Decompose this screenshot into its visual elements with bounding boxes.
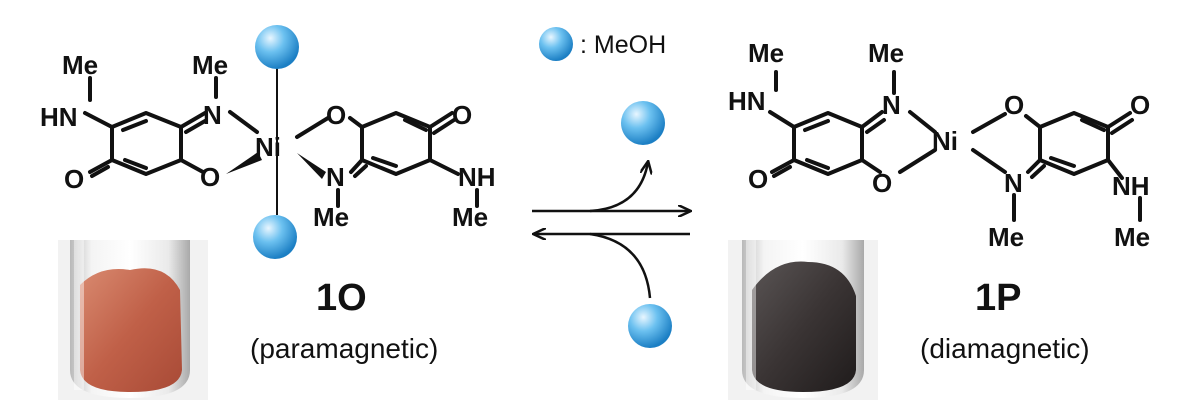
test-tube-1o (58, 240, 208, 400)
atom-ni: Ni (932, 126, 958, 156)
atom-hn: HN (728, 86, 766, 116)
meoh-sphere-released (621, 101, 665, 145)
atom-me: Me (192, 50, 228, 80)
compound-desc-1o: (paramagnetic) (250, 333, 438, 364)
test-tube-1p (728, 240, 878, 400)
atom-me: Me (313, 202, 349, 232)
equilibrium-arrows (532, 101, 690, 348)
meoh-sphere-absorbed (628, 304, 672, 348)
atom-hn: HN (40, 102, 78, 132)
atom-me: Me (748, 38, 784, 68)
compound-label-1p: 1P (975, 277, 1021, 319)
atom-o: O (452, 100, 472, 130)
compound-label-1o: 1O (316, 277, 367, 319)
atom-o: O (1004, 90, 1024, 120)
atom-n: N (326, 162, 345, 192)
meoh-sphere-top (255, 25, 299, 69)
meoh-sphere-bottom (253, 215, 297, 259)
atom-me: Me (868, 38, 904, 68)
atom-n: N (882, 90, 901, 120)
dark-solid-sample (752, 261, 856, 392)
atom-me: Me (988, 222, 1024, 252)
legend: : MeOH (539, 27, 666, 61)
meoh-legend-sphere (539, 27, 573, 61)
red-solid-sample (80, 268, 182, 392)
atom-o: O (1130, 90, 1150, 120)
atom-o: O (200, 162, 220, 192)
molecule-1p: Me HN O Me N O Ni O N Me O NH Me (728, 38, 1150, 252)
atom-me: Me (62, 50, 98, 80)
atom-n: N (203, 100, 222, 130)
atom-me: Me (1114, 222, 1150, 252)
legend-label: : MeOH (580, 31, 666, 59)
atom-n: N (1004, 168, 1023, 198)
atom-ni: Ni (255, 132, 281, 162)
atom-nh: NH (458, 162, 496, 192)
atom-o: O (748, 164, 768, 194)
atom-o: O (872, 168, 892, 198)
compound-desc-1p: (diamagnetic) (920, 333, 1090, 364)
molecule-1o: Me HN O Me N O Ni O N Me O NH Me (40, 25, 496, 259)
atom-o: O (64, 164, 84, 194)
atom-o: O (326, 100, 346, 130)
atom-me: Me (452, 202, 488, 232)
atom-nh: NH (1112, 171, 1150, 201)
